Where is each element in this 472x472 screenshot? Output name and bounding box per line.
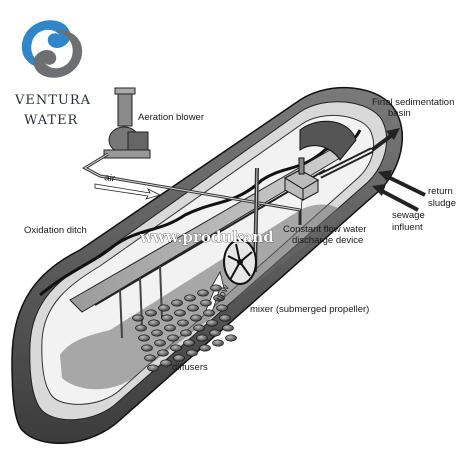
diffuser-disc [171,299,183,307]
aeration-blower [81,87,302,225]
label-constant-flow-1: Constant flow water [283,224,366,235]
diffuser-disc [173,354,185,362]
diffuser-disc [154,339,166,347]
label-mixer: mixer (submerged propeller) [250,304,369,315]
ditch-structure [11,87,403,445]
label-return-sludge-2: sludge [428,198,456,209]
label-final-sedimentation-2: basin [388,108,411,119]
ventura-water-logo: VENTURA WATER [14,10,91,128]
mixer-hub [237,259,243,265]
diffuser-disc [209,329,221,337]
air-arrow [94,183,162,200]
blower-stack [117,91,133,127]
diffuser-disc [212,339,224,347]
diffuser-disc [200,299,212,307]
diffuser-disc [196,334,208,342]
diffuser-disc [174,309,186,317]
diffuser-disc [184,294,196,302]
diffuser-disc [138,334,150,342]
diffuser-disc [145,309,157,317]
diffuser-disc [161,314,173,322]
air-pipe-highlight [83,153,301,211]
diffusers-grid [132,284,237,372]
diffuser-disc [167,334,179,342]
diffuser-disc [183,339,195,347]
diffuser-disc [186,349,198,357]
arrow-sewage-influent [379,188,419,212]
diffuser-disc [177,319,189,327]
diffuser-disc [197,289,209,297]
lower-channel-water [60,204,345,390]
diffuser-disc [132,314,144,322]
diffuser-disc [157,349,169,357]
label-air: air [104,172,116,184]
diffuser-disc [203,309,215,317]
diffuser-disc [219,314,231,322]
diffuser-disc [213,294,225,302]
diffuser-disc [160,359,172,367]
discharge-device [283,147,374,201]
right-end-chamber [299,120,357,161]
diffuser-disc [187,304,199,312]
diffuser-disc [148,319,160,327]
diffuser-disc [170,344,182,352]
arrow-head-sewage-influent [372,184,386,196]
diffuser-disc [206,319,218,327]
diffuser-disc [199,344,211,352]
label-return-sludge-1: return [428,186,453,197]
discharge-device-post [298,157,305,175]
diffuser-disc [164,324,176,332]
diffuser-disc [210,284,222,292]
logo-wave-blue [21,20,71,69]
logo-wave-gray [33,29,83,78]
logo-text-ventura: VENTURA [14,93,91,108]
diffuser-disc [222,324,234,332]
label-diffusers: diffusers [172,362,208,373]
label-sewage-influent-2: influent [392,222,423,233]
diffuser-disc [225,334,237,342]
label-aeration-blower: Aeration blower [138,112,204,123]
mixer [223,167,259,285]
cutaway-edge [39,129,362,297]
label-final-sedimentation-1: Final sedimentation [372,97,454,108]
discharge-device-box [283,169,319,201]
diffuser-disc [193,324,205,332]
flow-arrows-right [370,128,426,212]
arrow-head-return-sludge [378,170,392,182]
blower-stack-cap [114,87,136,95]
label-constant-flow-2: discharge device [292,235,363,246]
blower-base [103,149,151,159]
diffuser-disc [180,329,192,337]
drop-pipe [119,289,123,339]
blower-motor [127,131,149,151]
label-sewage-influent-1: sewage [392,210,425,221]
arrow-head-sedimentation [386,128,400,140]
label-oxidation-ditch: Oxidation ditch [24,225,87,236]
diffuser-disc [151,329,163,337]
watermark-text: www.produkand [139,228,274,246]
diffuser-disc [216,304,228,312]
partition-top-rail [94,169,326,306]
arrow-return-sludge [385,174,426,197]
diffuser-disc [147,364,159,372]
discharge-leader-line [299,199,303,225]
logo-text-water: WATER [24,113,79,128]
diffuser-disc [190,314,202,322]
diffuser-disc [135,324,147,332]
outlet-pipe-inner [319,149,373,177]
diffuser-disc [158,304,170,312]
diffuser-disc [144,354,156,362]
diffuser-disc [141,344,153,352]
